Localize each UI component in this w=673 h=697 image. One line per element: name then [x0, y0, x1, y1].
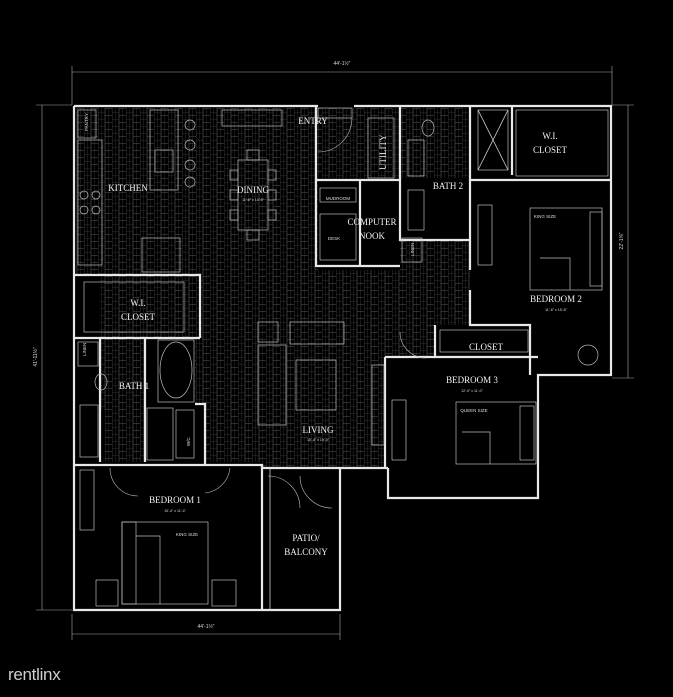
label-wi-closet-left-1: W.I.: [130, 298, 145, 308]
label-computer: COMPUTER: [347, 217, 396, 227]
label-bedroom2-size: 11'-6" x 15'-8": [545, 308, 568, 312]
label-bedroom1: BEDROOM 1: [149, 495, 201, 505]
label-bedroom2-bed: KING SIZE: [534, 214, 556, 219]
label-bedroom1-size: 15'-4" x 11'-4": [164, 509, 187, 513]
dimension-right: 22'-1⅝": [619, 232, 625, 249]
dimension-bottom: 44'-1½": [198, 623, 215, 630]
dimension-left: 41'-11½": [32, 347, 39, 367]
utility-bath2-fixtures: [317, 107, 609, 263]
label-bedroom1-bed: KING SIZE: [176, 532, 198, 537]
label-bedroom2: BEDROOM 2: [530, 294, 582, 304]
dimension-lines: [36, 66, 634, 640]
label-utility: UTILITY: [378, 134, 388, 170]
dimension-top: 44'-1½": [334, 60, 351, 67]
label-dining-size: 11'-6" x 10'-6": [242, 198, 265, 202]
label-wi-closet-right-1: W.I.: [542, 131, 557, 141]
label-wi-closet-left-2: CLOSET: [121, 312, 156, 322]
label-closet: CLOSET: [469, 342, 504, 352]
label-pantry: PANTRY: [84, 113, 89, 131]
bedroom3-fixtures: [391, 329, 537, 465]
label-dining: DINING: [237, 185, 269, 195]
bedroom2-bed: [477, 204, 603, 366]
kitchen-fixtures: [77, 109, 283, 273]
label-bath2: BATH 2: [433, 181, 463, 191]
label-balcony: BALCONY: [284, 547, 328, 557]
bath1-fixtures: [77, 281, 231, 497]
label-living-size: 15'-4" x 19'-0": [307, 438, 330, 442]
label-mudroom: MUDROOM: [326, 196, 350, 201]
label-bedroom3-size: 12'-0" x 11'-0": [461, 389, 484, 393]
dining-table: [229, 149, 277, 241]
label-patio: PATIO/: [292, 533, 320, 543]
bedroom1-fixtures: [79, 469, 237, 607]
label-wi-closet-right-2: CLOSET: [533, 145, 568, 155]
label-wic-small: W/C: [186, 437, 191, 446]
brand-logo: rentlinx: [8, 665, 61, 684]
label-bedroom3: BEDROOM 3: [446, 375, 498, 385]
wood-floor: [76, 108, 470, 468]
interior-walls: [74, 106, 611, 610]
label-entry: ENTRY: [298, 116, 328, 126]
label-linen-right: LINEN: [410, 243, 415, 256]
label-linen-left: LINEN: [82, 343, 87, 356]
label-bath1: BATH 1: [119, 381, 149, 391]
label-kitchen: KITCHEN: [108, 183, 148, 193]
label-bedroom3-bed: QUEEN SIZE: [460, 408, 487, 413]
patio-door: [267, 468, 333, 610]
label-nook: NOOK: [359, 231, 385, 241]
label-desk: DESK: [328, 236, 340, 241]
exterior-walls: [72, 104, 613, 612]
living-furniture: [257, 321, 385, 446]
label-living: LIVING: [303, 425, 334, 435]
